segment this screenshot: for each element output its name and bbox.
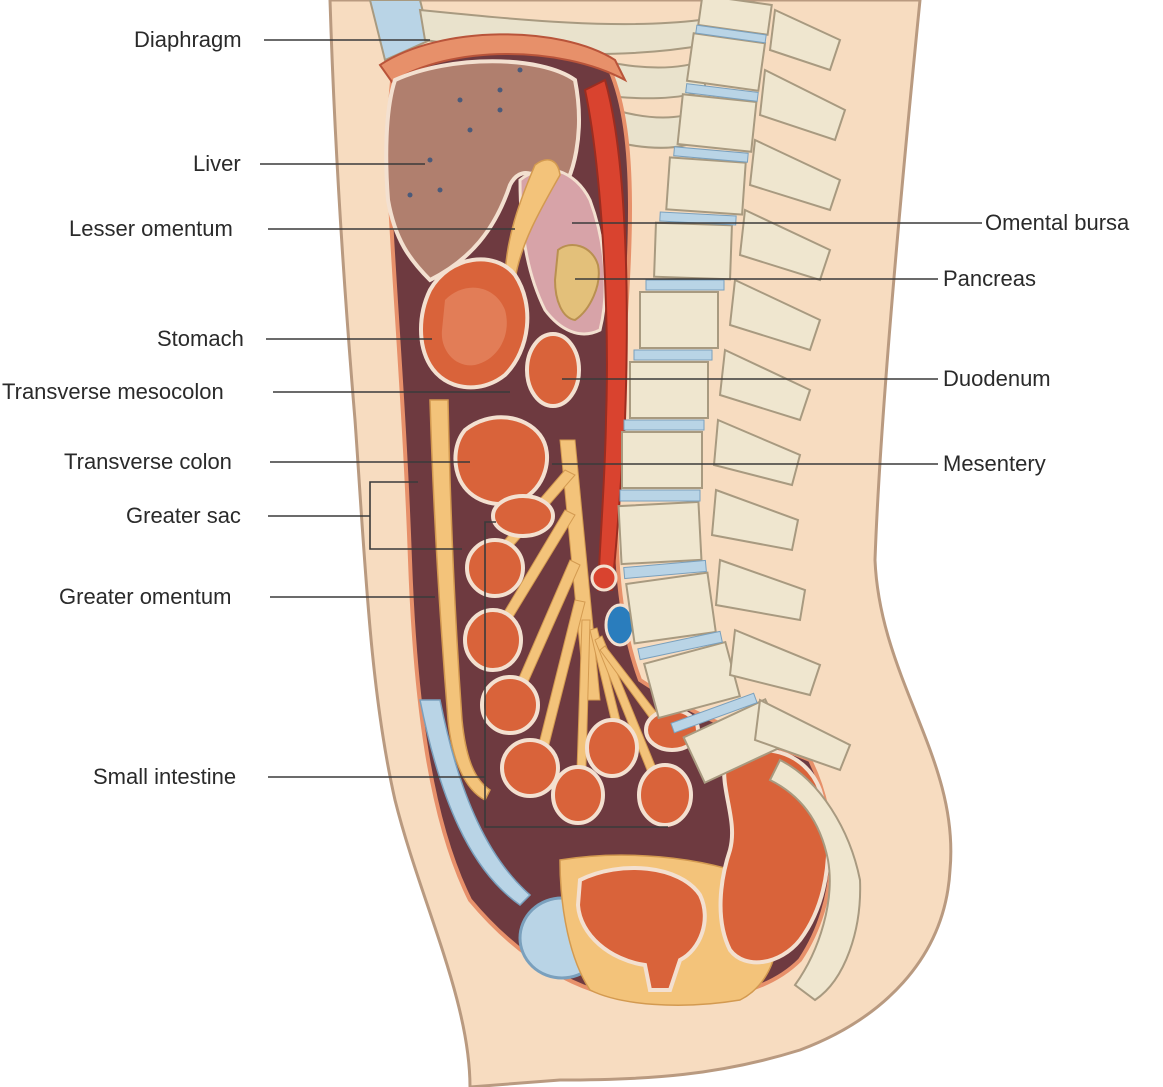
sacrum [768, 758, 862, 1002]
label-mesentery: Mesentery [943, 451, 1046, 476]
anterior-wall-layers [419, 699, 532, 906]
small-intestine-loops [463, 494, 700, 827]
liver-dots [407, 67, 523, 198]
label-omental-bursa: Omental bursa [985, 210, 1130, 235]
label-stomach: Stomach [157, 326, 244, 351]
label-transverse-mesocolon: Transverse mesocolon [2, 379, 224, 404]
label-pancreas: Pancreas [943, 266, 1036, 291]
duodenum-shape [525, 332, 581, 408]
pancreas-shape [553, 244, 600, 322]
label-liver: Liver [193, 151, 241, 176]
leader-lines [260, 39, 982, 828]
aorta-section [590, 564, 618, 592]
greater-omentum-shape [429, 399, 491, 802]
label-greater-sac: Greater sac [126, 503, 241, 528]
label-lesser-omentum: Lesser omentum [69, 216, 233, 241]
label-diaphragm: Diaphragm [134, 27, 242, 52]
label-small-intestine: Small intestine [93, 764, 237, 789]
liver-shape [384, 59, 581, 283]
label-duodenum: Duodenum [943, 366, 1051, 391]
diaphragm-shape [378, 33, 628, 84]
stomach-lining [441, 287, 507, 366]
vertebral-column [617, 0, 862, 1002]
lesser-omentum-shape [504, 159, 561, 283]
label-greater-omentum: Greater omentum [59, 584, 232, 609]
greater-sac-bracket [369, 481, 462, 550]
small-intestine-bracket [484, 521, 668, 828]
transverse-colon-shape [453, 415, 550, 506]
label-transverse-colon: Transverse colon [64, 449, 232, 474]
pelvic-organ [575, 866, 707, 992]
